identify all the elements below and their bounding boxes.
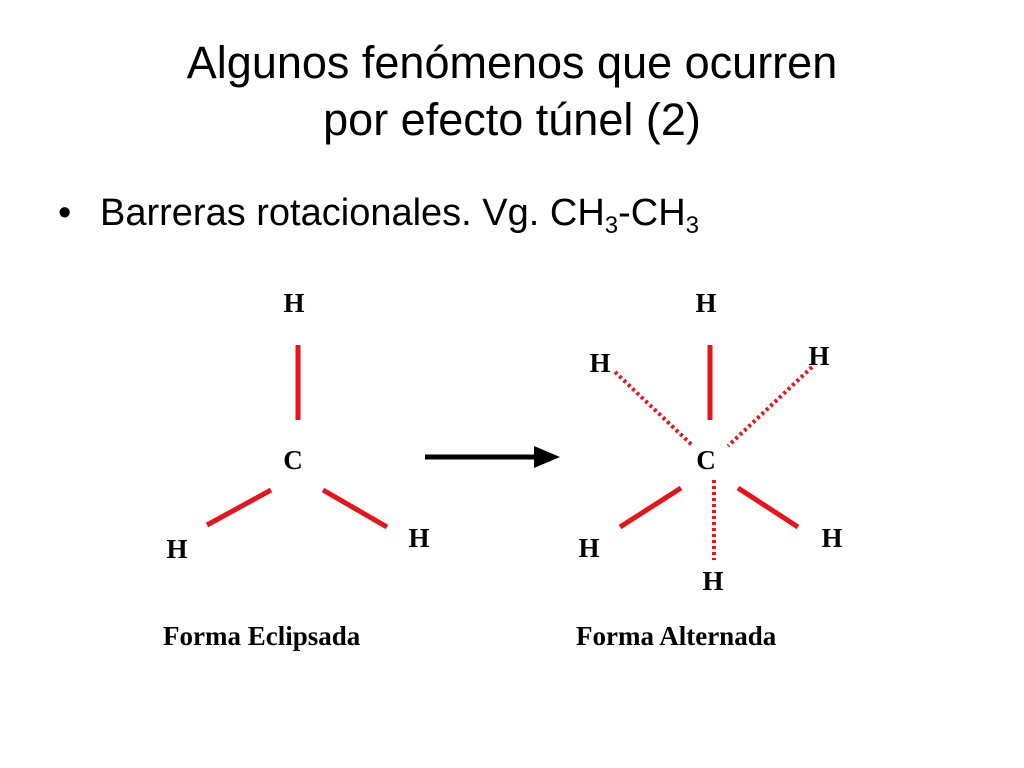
bullet-subscript-2: 3 [685, 212, 700, 239]
slide-title-line2: por efecto túnel (2) [323, 94, 701, 145]
bullet-subscript-1: 3 [604, 212, 619, 239]
eclipsed-conformation: H C H H Forma Eclipsada [163, 288, 430, 651]
bullet-symbol: • [58, 192, 72, 234]
atom-h-upper-right: H [808, 341, 829, 371]
atom-h-top: H [283, 288, 304, 318]
bond-upper-left-dotted [613, 370, 695, 448]
arrow-icon [425, 446, 560, 468]
bond-lower-left [618, 485, 683, 530]
bond-lower-right [736, 485, 800, 530]
atom-h-upper-left: H [589, 348, 610, 378]
atom-c: C [696, 445, 716, 475]
bond-lower-right [321, 487, 389, 530]
atom-h-lower-right: H [821, 523, 842, 553]
atom-h-lower-left: H [578, 533, 599, 563]
staggered-caption: Forma Alternada [576, 621, 777, 651]
eclipsed-caption: Forma Eclipsada [163, 621, 361, 651]
atom-h-top: H [695, 288, 716, 318]
bullet-text-mid: -CH [618, 192, 686, 234]
atom-c: C [283, 445, 303, 475]
atom-h-left: H [166, 534, 187, 564]
slide-title-line1: Algunos fenómenos que ocurren [186, 37, 838, 88]
bullet-text: Barreras rotacionales. Vg. CH [100, 192, 605, 234]
staggered-conformation: H H H C H H H Forma Alternada [576, 288, 843, 651]
bullet-item: •Barreras rotacionales. Vg. CH3-CH3 [58, 188, 699, 238]
slide-title: Algunos fenómenos que ocurren por efecto… [0, 34, 1024, 148]
bond-lower-left [205, 487, 273, 528]
bond-upper-right-dotted [726, 365, 814, 448]
atom-h-bottom: H [702, 566, 723, 596]
atom-h-right: H [408, 523, 429, 553]
